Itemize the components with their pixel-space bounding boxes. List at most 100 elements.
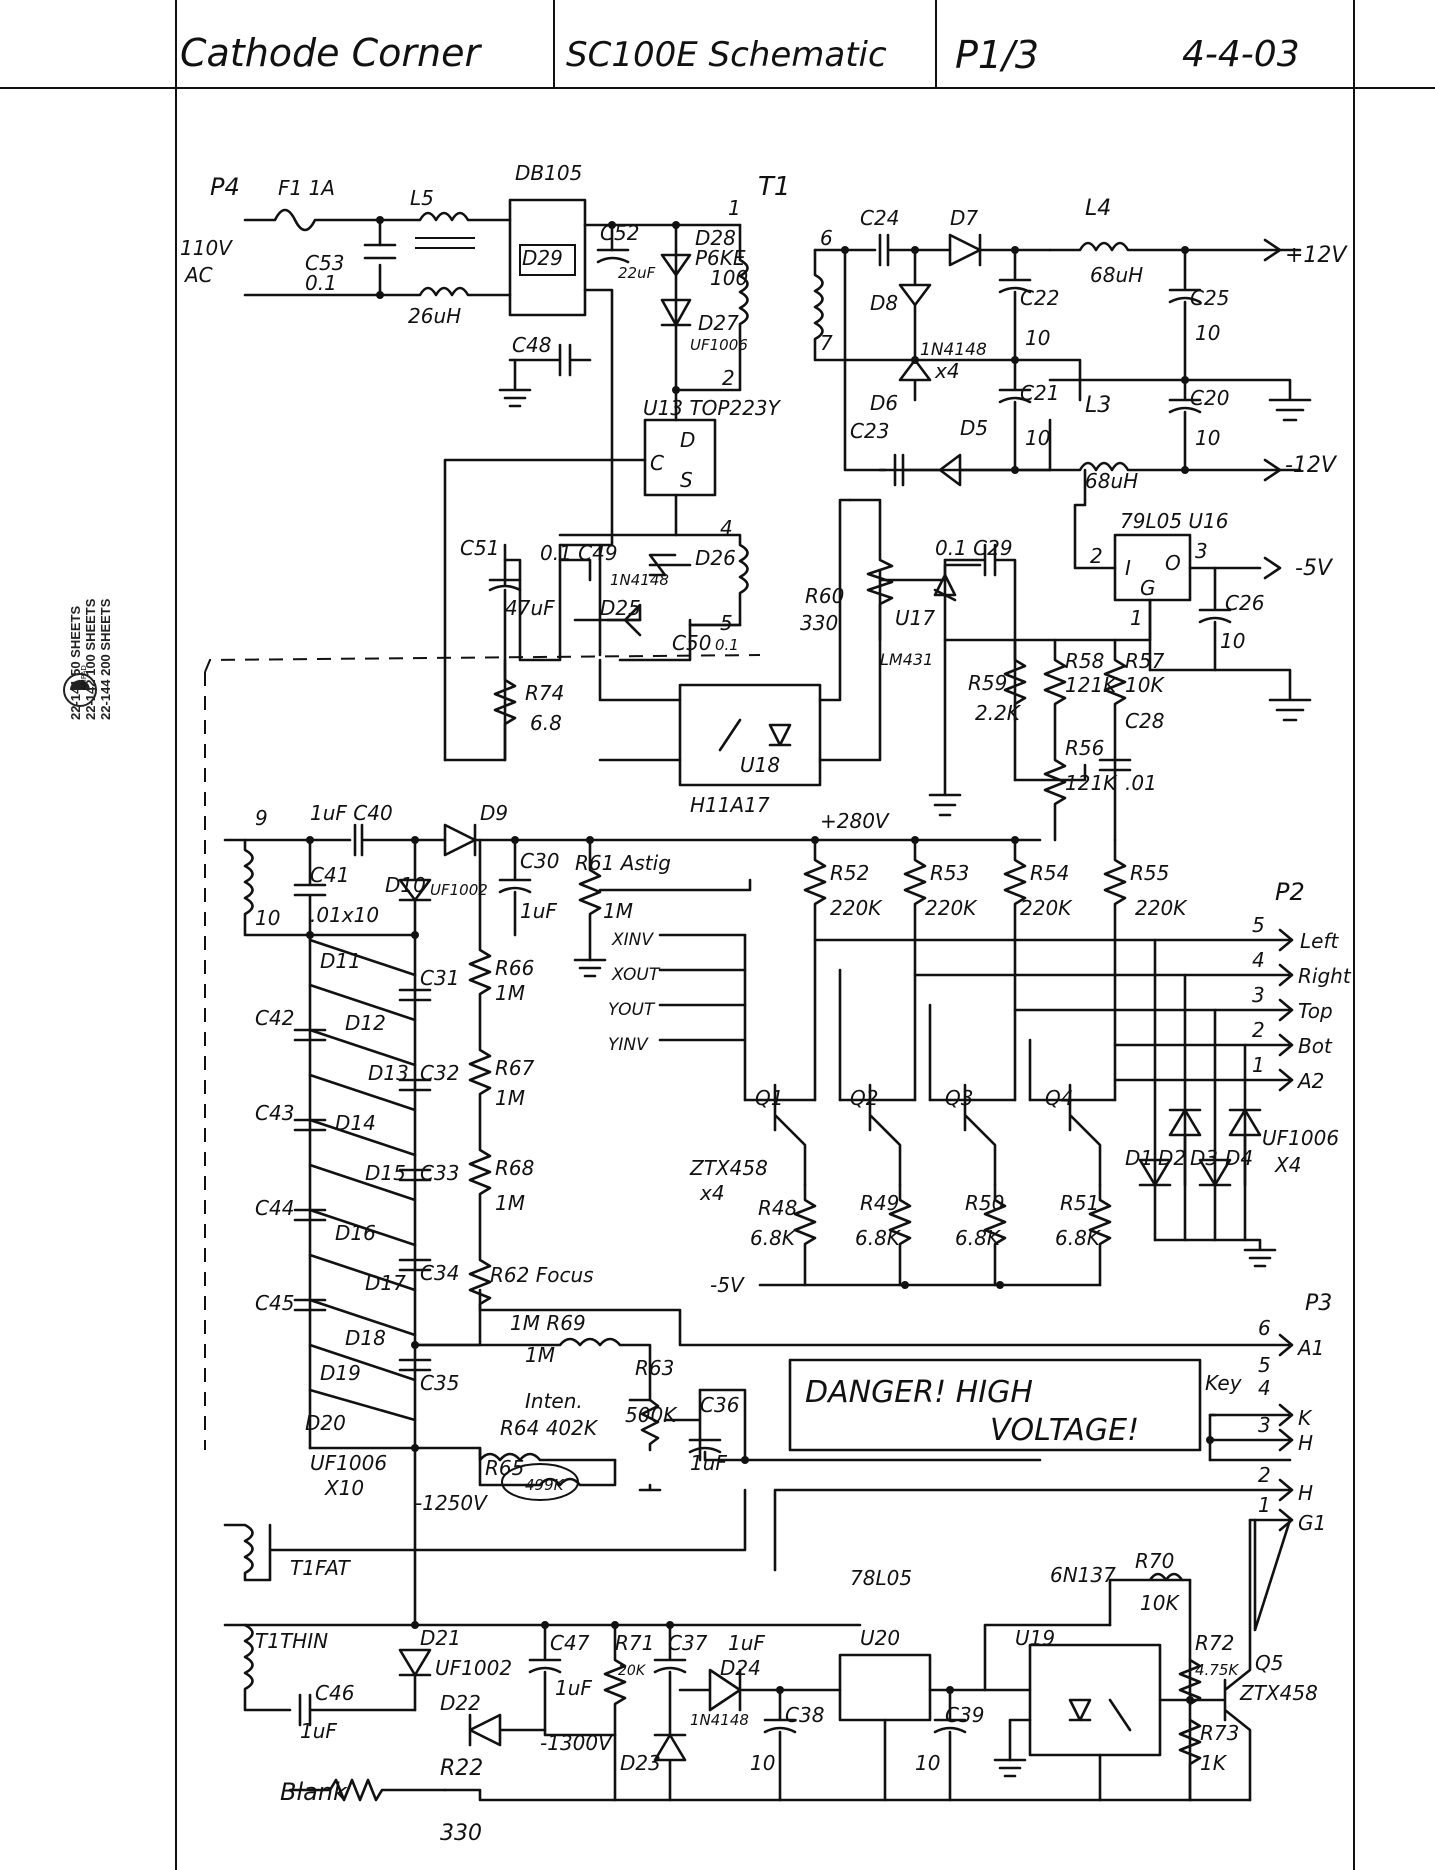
r57-label: R57 [1125,649,1165,673]
r62-label: R62 Focus [490,1263,594,1287]
r60-label: R60 [805,584,844,608]
d12-label: D12 [345,1011,386,1035]
c51-value: 47uF [505,596,555,620]
u17-part: LM431 [880,650,933,669]
d27-label: D27 [698,311,739,335]
c39-value: 10 [915,1751,940,1775]
c33-label: C33 [420,1161,459,1185]
p2-left-label: Left [1300,929,1339,953]
chain-diode-part: UF1006 [310,1451,387,1475]
r74-value: 6.8 [530,711,562,735]
minus-5v-label: -5V [1295,556,1334,581]
p3-g1-label: G1 [1298,1511,1326,1535]
c38-value: 10 [750,1751,775,1775]
p3-pin-2: 2 [1258,1463,1271,1487]
c45-label: C45 [255,1291,294,1315]
c30-value: 1uF [520,899,557,923]
d28-voltage: 100 [710,266,748,290]
l4-value: 68uH [1090,263,1143,287]
u16-pin-1: 1 [1130,606,1143,630]
u19-label: U19 [1015,1626,1055,1650]
c41-label: C41 [310,863,349,887]
u17-label: U17 [895,606,935,630]
u16-pin-g: G [1140,576,1156,600]
d13-label: D13 [368,1061,409,1085]
r58-value: 121K [1065,673,1118,697]
r52-value: 220K [830,896,883,920]
d16-label: D16 [335,1221,376,1245]
p3-a1-label: A1 [1296,1336,1324,1360]
c37-value: 1uF [728,1631,765,1655]
d28-label: D28 [695,226,736,250]
u16-label: 79L05 U16 [1120,509,1229,533]
c36-label: C36 [700,1393,739,1417]
d10-label: D10 [385,873,426,897]
p2-top-label: Top [1298,999,1333,1023]
c25-label: C25 [1190,286,1229,310]
c50-label: C50 [672,631,711,655]
t1-pin-4: 4 [720,516,733,540]
q5-part: ZTX458 [1239,1681,1318,1705]
d23-label: D23 [620,1751,661,1775]
p3-key-label: Key [1205,1371,1243,1395]
p2-pin-5: 5 [1252,913,1265,937]
t1-pin-10: 10 [255,906,280,930]
c20-value: 10 [1195,426,1220,450]
r52-label: R52 [830,861,869,885]
r50-value: 6.8K [955,1226,1002,1250]
d24-label: D24 [720,1656,761,1680]
diode-type-label: 1N4148 [920,340,987,360]
d9-label: D9 [480,801,508,825]
l3-label: L3 [1085,393,1111,418]
d3-label: D3 [1190,1146,1218,1170]
r50-label: R50 [965,1191,1004,1215]
r71-label: R71 [615,1631,654,1655]
minus-1250v-label: -1250V [415,1491,488,1515]
r54-label: R54 [1030,861,1069,885]
u13-label: U13 TOP223Y [643,396,782,420]
regulator-78l05-label: 78L05 [850,1566,912,1590]
c52-label: C52 [600,221,639,245]
p2-pin-3: 3 [1252,983,1265,1007]
p3-pin-5: 5 [1258,1353,1271,1377]
transistor-part: ZTX458 [689,1156,768,1180]
d17-label: D17 [365,1271,406,1295]
d6-label: D6 [870,391,898,415]
r70-value: 10K [1140,1591,1180,1615]
p3-pin-4: 4 [1258,1376,1271,1400]
u13-pin-c: C [650,451,664,475]
r70-label: R70 [1135,1549,1174,1573]
c41-value: .01x10 [310,903,379,927]
c52-value: 22uF [618,264,656,282]
d14-label: D14 [335,1111,376,1135]
d4-label: D4 [1225,1146,1253,1170]
c46-value: 1uF [300,1719,337,1743]
u16-pin-2: 2 [1090,544,1103,568]
t1-pin-5: 5 [720,611,733,635]
c48-label: C48 [512,333,551,357]
p3-k-label: K [1298,1406,1313,1430]
sheet-date: 4-4-03 [1182,34,1300,75]
d25-label: D25 [600,596,641,620]
r55-label: R55 [1130,861,1169,885]
r49-value: 6.8K [855,1226,902,1250]
c50-value: 0.1 [715,636,739,654]
fuse-label: F1 1A [278,176,335,200]
u16-pin-3: 3 [1195,539,1208,563]
c21-label: C21 [1020,381,1059,405]
r48-value: 6.8K [750,1226,797,1250]
c35-label: C35 [420,1371,459,1395]
r61-value: 1M [603,899,633,923]
d18-label: D18 [345,1326,386,1350]
diode-count-label: x4 [934,359,960,383]
r71-value: 20K [618,1663,647,1679]
t1-pin-7: 7 [820,331,833,355]
clamp-diode-count: X4 [1274,1153,1301,1177]
c43-label: C43 [255,1101,294,1125]
r69-value: 1M [525,1343,555,1367]
r59-label: R59 [968,671,1007,695]
t1-pin-1: 1 [728,196,741,220]
sheet-title: Cathode Corner [180,31,482,75]
r63-value: 500K [625,1403,678,1427]
